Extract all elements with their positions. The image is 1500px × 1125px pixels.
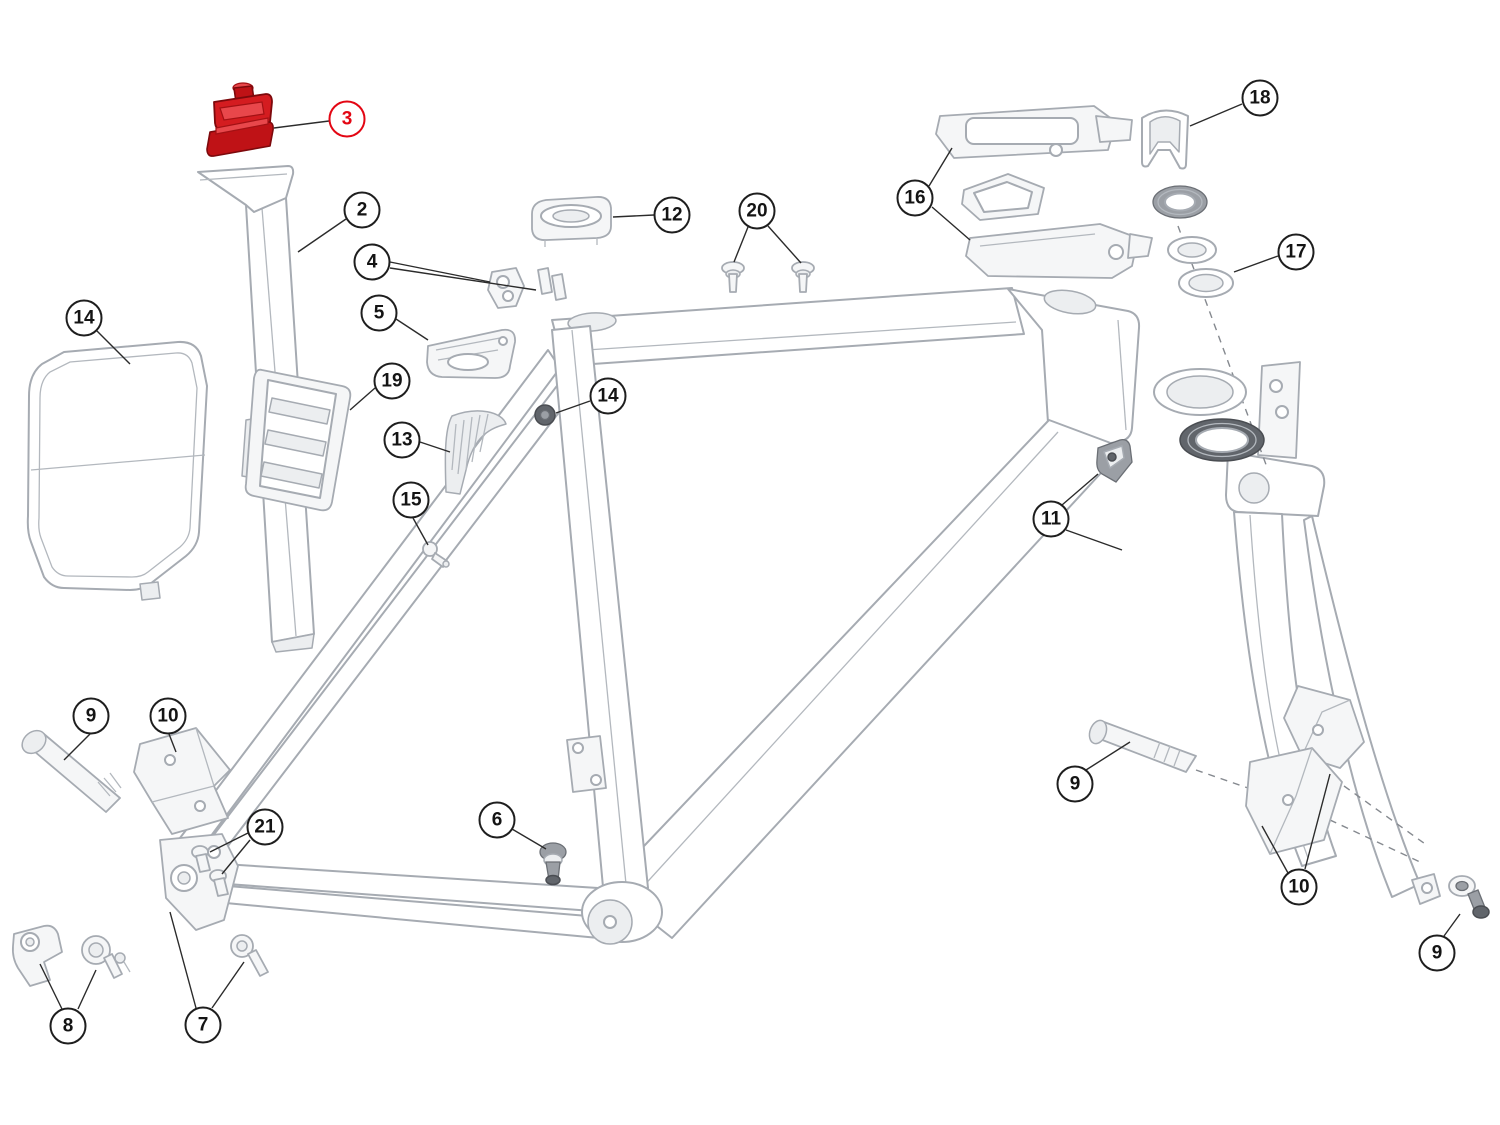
callout-3[interactable]: 3: [328, 100, 366, 138]
callout-10[interactable]: 10: [149, 697, 187, 735]
callout-10[interactable]: 10: [1280, 868, 1318, 906]
callout-8[interactable]: 8: [49, 1007, 87, 1045]
callout-16[interactable]: 16: [896, 179, 934, 217]
part-14-cable-port: [534, 404, 556, 426]
part-7-axle-bolt: [230, 934, 269, 977]
callout-19[interactable]: 19: [373, 362, 411, 400]
callout-21[interactable]: 21: [246, 808, 284, 846]
callout-2[interactable]: 2: [343, 191, 381, 229]
part-5-junction-box: [426, 328, 516, 379]
callout-12[interactable]: 12: [653, 196, 691, 234]
callout-5[interactable]: 5: [360, 294, 398, 332]
part-9-small-front: [1448, 875, 1490, 919]
part-21-bolts: [191, 845, 229, 897]
callout-9[interactable]: 9: [1056, 765, 1094, 803]
callout-6[interactable]: 6: [478, 801, 516, 839]
callout-9[interactable]: 9: [1418, 934, 1456, 972]
part-17-headset-bearings: [1152, 185, 1269, 471]
part-12-cover: [531, 196, 612, 247]
rear-dropout: [159, 833, 239, 931]
part-15-bolt: [422, 541, 450, 568]
part-3-seatpost-clamp-highlighted: [206, 82, 274, 157]
part-10-guard-left: [133, 727, 231, 835]
callout-15[interactable]: 15: [392, 481, 430, 519]
part-13-frame-insert: [444, 410, 507, 495]
part-19-aero-module: [241, 368, 352, 512]
callout-20[interactable]: 20: [738, 192, 776, 230]
part-9-axle-left: [21, 729, 122, 813]
part-10-guard-right: [1195, 685, 1429, 863]
callout-14[interactable]: 14: [589, 377, 627, 415]
callout-18[interactable]: 18: [1241, 79, 1279, 117]
part-20-bolts: [721, 261, 815, 293]
callout-4[interactable]: 4: [353, 243, 391, 281]
part-18-steerer-clamp: [1141, 109, 1189, 170]
callout-7[interactable]: 7: [184, 1006, 222, 1044]
part-16-covers: [935, 105, 1153, 279]
part-9-axle-right: [1088, 719, 1197, 773]
part-14-storage-box: [26, 340, 208, 601]
part-6-bb-bolt: [539, 842, 567, 886]
callout-9[interactable]: 9: [72, 697, 110, 735]
part-8-derailleur-hanger: [11, 924, 131, 987]
callout-14[interactable]: 14: [65, 299, 103, 337]
callout-11[interactable]: 11: [1032, 500, 1070, 538]
part-11-guide: [1096, 438, 1133, 483]
callout-13[interactable]: 13: [383, 421, 421, 459]
callout-17[interactable]: 17: [1277, 233, 1315, 271]
